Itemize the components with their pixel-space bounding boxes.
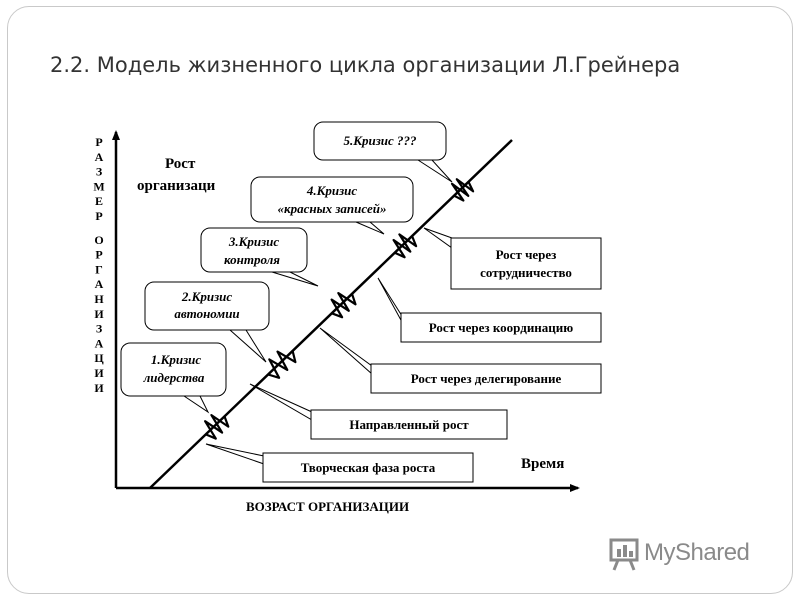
growth-box-5: Рост через сотрудничество	[450, 237, 602, 290]
presentation-board-icon	[609, 538, 639, 571]
crisis-2-line-1: 2.Кризис	[181, 289, 233, 304]
y-axis-label-letter: Р	[95, 135, 102, 149]
y-axis-label-letter: Н	[94, 292, 104, 306]
y-axis-label-letter: А	[95, 336, 104, 350]
slide-frame	[7, 6, 793, 594]
watermark-text: MyShared	[644, 539, 750, 566]
crisis-zigzag-1	[204, 414, 230, 440]
crisis-zigzag-2	[267, 350, 297, 379]
x-axis-end-label: Время	[521, 456, 564, 472]
crisis-3-line-1: 3.Кризис	[228, 234, 280, 249]
y-axis-label-letter: Р	[95, 248, 102, 262]
callout-pointers	[182, 159, 453, 465]
x-axis-label: ВОЗРАСТ ОРГАНИЗАЦИИ	[246, 499, 409, 514]
y-axis-label-letter: Ц	[94, 351, 104, 365]
growth-4-text: Рост через координацию	[429, 320, 574, 335]
crisis-1-line-1: 1.Кризис	[151, 352, 202, 367]
crisis-1-line-2: лидерства	[143, 370, 205, 385]
growth-2-text: Направленный рост	[349, 417, 469, 432]
y-axis-label-letter: О	[94, 233, 103, 247]
y-axis-label-letter: Р	[95, 209, 102, 223]
crisis-zigzag-3	[330, 292, 357, 319]
y-axis-label-letter: А	[95, 277, 104, 291]
growth-5-line-2: сотрудничество	[480, 265, 572, 280]
crisis-bubble-5: 5.Кризис ???	[313, 121, 447, 161]
y-axis-top-label-line-2: организаци	[137, 178, 216, 194]
y-axis-label-letter: Г	[95, 262, 103, 276]
y-axis-label-letter: З	[96, 322, 102, 336]
crisis-4-line-1: 4.Кризис	[306, 183, 358, 198]
crisis-bubble-4: 4.Кризис «красных записей»	[250, 176, 414, 223]
crisis-bubble-1: 1.Кризис лидерства	[120, 342, 227, 397]
watermark: MyShared	[608, 537, 768, 573]
growth-box-1: Творческая фаза роста	[262, 452, 474, 483]
y-axis-label-letter: М	[93, 179, 104, 193]
y-axis-label-letter: И	[94, 307, 104, 321]
growth-box-2: Направленный рост	[310, 409, 508, 440]
y-axis-label-letter: А	[95, 150, 104, 164]
crisis-5-line-1: 5.Кризис ???	[343, 133, 417, 148]
crisis-bubble-2: 2.Кризис автономии	[144, 281, 270, 331]
y-axis-label-letter: И	[94, 366, 104, 380]
growth-box-4: Рост через координацию	[400, 312, 602, 343]
growth-5-line-1: Рост через	[496, 247, 557, 262]
growth-box-3: Рост через делегирование	[370, 363, 602, 394]
growth-1-text: Творческая фаза роста	[301, 460, 436, 475]
slide-title: 2.2. Модель жизненного цикла организации…	[50, 53, 681, 77]
crisis-4-line-2: «красных записей»	[278, 201, 387, 216]
crisis-3-line-2: контроля	[224, 252, 280, 267]
y-axis-label-letter: З	[96, 165, 102, 179]
crisis-zigzags	[204, 178, 475, 440]
crisis-2-line-2: автономии	[174, 306, 239, 321]
y-axis-label-letter: Е	[95, 194, 103, 208]
crisis-zigzag-5	[450, 178, 475, 202]
y-axis-top-label-line-1: Рост	[165, 156, 196, 172]
crisis-bubble-3: 3.Кризис контроля	[200, 227, 308, 273]
growth-3-text: Рост через делегирование	[411, 371, 562, 386]
y-axis-label-letter: И	[94, 381, 104, 395]
crisis-zigzag-4	[392, 233, 418, 259]
